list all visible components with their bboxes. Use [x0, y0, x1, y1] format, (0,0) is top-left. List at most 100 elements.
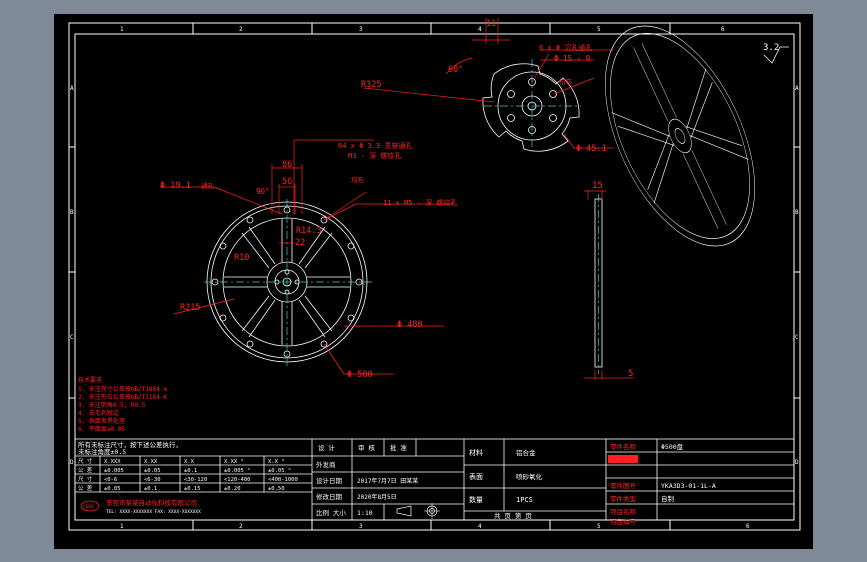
row-modify-date-label: 修改日期: [316, 492, 343, 501]
part-name-value: Φ500盘: [661, 442, 684, 451]
tolerance-header-1: 所有未标注尺寸，按下述公差执行，: [78, 440, 182, 449]
main-holes-note: 64 x Φ 3.3 贯穿通孔: [338, 141, 412, 150]
zone-right-c: C: [795, 334, 799, 341]
highlight-cell: [608, 455, 638, 463]
tech-note-3: 3. 未注倒角0.5, R0.5: [78, 401, 146, 409]
tolerance-cell: X.X: [184, 459, 195, 465]
part-type-label: 零件类型: [610, 494, 637, 503]
tolerance-cell: ±0.05: [104, 486, 121, 492]
small-gear-diameter: Φ 45.1: [576, 144, 607, 154]
radius-10: R10: [234, 253, 249, 263]
diameter-480: Φ 480: [397, 320, 423, 330]
main-thread-note: 11 x M5 - 深 螺纹孔: [383, 198, 457, 207]
drawing-frame: [68, 22, 801, 531]
surface-value: 喷砂氧化: [516, 472, 543, 481]
zone-bottom-6: 6: [746, 523, 750, 530]
material-label: 材料: [469, 448, 483, 457]
tolerance-cell: ±0.005 °: [224, 468, 251, 474]
tolerance-cell: <6-30: [144, 477, 161, 483]
tolerance-header-2: 未标注角度±0.5: [78, 447, 126, 456]
svg-text:LOGO: LOGO: [83, 504, 94, 510]
row-scale-value: 1:10: [357, 509, 373, 517]
border-zone-labels: 1 2 3 4 5 6 1 2 3 4 5 6 A B C D A B C D: [70, 26, 799, 530]
zone-top-6: 6: [721, 26, 725, 33]
diameter-500: Φ 500: [347, 370, 373, 380]
small-gear-view: 11 60° R325 6 x Φ 沉孔通孔 Φ 15 ↓ 9 均布 Φ 45.…: [361, 18, 614, 154]
tolerance-cell: 尺 寸: [78, 457, 93, 465]
small-gear-uniform: 均布: [559, 77, 573, 86]
tech-note-1: 1. 未注尺寸公差按GB/T1804-m: [78, 385, 167, 393]
tolerance-cell: ±0.1: [144, 486, 157, 492]
isometric-view: [605, 25, 755, 247]
zone-top-1: 1: [120, 26, 124, 33]
tolerance-cell: <400-1000: [268, 477, 298, 483]
tech-note-4: 4. 去毛刺锐边: [78, 409, 119, 417]
side-bottom: 5: [628, 369, 633, 379]
small-gear-radius: R325: [361, 80, 381, 90]
tolerance-cell: 尺 寸: [78, 475, 93, 483]
main-holes-note-2: M3 - 深 螺纹孔: [348, 151, 401, 160]
svg-text:3.2: 3.2: [763, 43, 779, 53]
tolerance-cell: ±0.50: [268, 486, 285, 492]
zone-top-5: 5: [597, 26, 601, 33]
small-gear-thickness: 11: [486, 19, 496, 29]
hole-diameter-label: 通孔: [201, 181, 215, 190]
radius-14-3: R14.3: [296, 226, 322, 236]
col-design: 设 计: [318, 443, 335, 452]
sheet-info: 共 页 第 页: [494, 511, 532, 520]
tech-note-2: 2. 未注形位公差按GB/T1184-K: [78, 393, 167, 401]
dim-56: 56: [282, 177, 292, 187]
tolerance-cell: ±0.05: [144, 468, 161, 474]
zone-left-b: B: [70, 209, 74, 216]
zone-bottom-3: 3: [359, 523, 363, 530]
tech-note-5: 5. 表面发黑处理: [78, 417, 125, 425]
roughness-symbol: 3.2: [763, 43, 789, 64]
tech-notes: 技术要求 1. 未注尺寸公差按GB/T1804-m 2. 未注形位公差按GB/T…: [78, 376, 167, 433]
qty-value: 1PCS: [516, 496, 533, 504]
project-number-label: 项目编号: [610, 517, 637, 526]
tolerance-cell: X.XXX: [104, 459, 121, 465]
zone-top-4: 4: [478, 26, 482, 33]
zone-bottom-2: 2: [239, 523, 243, 530]
part-type-value: 自制: [661, 494, 675, 503]
radius-215: R215: [180, 303, 200, 313]
zone-left-d: D: [70, 459, 74, 466]
material-value: 铝合金: [516, 448, 536, 457]
zone-right-a: A: [795, 85, 799, 92]
tolerance-cell: <30-120: [184, 477, 207, 483]
row-modify-date-value: 2020年8月5日: [357, 493, 397, 501]
tolerance-cell: 公 差: [78, 466, 93, 474]
tolerance-cell: ±0.05 °: [268, 468, 291, 474]
zone-top-2: 2: [239, 26, 243, 33]
side-view: 15 5: [584, 181, 634, 380]
cad-drawing: 1 2 3 4 5 6 1 2 3 4 5 6 A B C D A B C D …: [68, 18, 801, 531]
qty-label: 数量: [469, 495, 483, 504]
tech-note-6: 6. 平面度≤0.05: [78, 425, 125, 433]
col-review: 审 核: [358, 443, 375, 452]
part-number-label: 零件图号: [610, 481, 637, 490]
tech-notes-title: 技术要求: [78, 376, 102, 384]
zone-right-b: B: [795, 209, 799, 216]
small-gear-outline: [482, 63, 580, 152]
zone-right-d: D: [795, 459, 799, 466]
row-vendor-label: 外发商: [316, 460, 336, 469]
company-sub: TEL: XXXX-XXXXXXX FAX: XXXX-XXXXXXX: [106, 509, 201, 515]
dim-86: 86: [282, 160, 292, 170]
zone-top-3: 3: [359, 26, 363, 33]
side-thickness: 15: [592, 181, 603, 191]
projection-symbol: [396, 503, 440, 519]
part-number-value: YKA3D3-01-1L-A: [661, 482, 716, 490]
row-design-date-value: 2017年7月7日 田某某: [357, 477, 418, 485]
tolerance-cell: <120-400: [224, 477, 251, 483]
company-logo: LOGO: [80, 500, 100, 512]
tolerance-cell: X.XX °: [224, 459, 244, 465]
hole-diameter: Φ 19.1: [160, 181, 191, 191]
tolerance-cell: X.X °: [268, 459, 285, 465]
small-gear-holes-note: 6 x Φ 沉孔通孔: [539, 43, 592, 52]
zone-bottom-4: 4: [478, 523, 482, 530]
zone-left-c: C: [70, 334, 74, 341]
tolerance-cell: ±0.005: [104, 468, 124, 474]
col-approve: 批 准: [390, 443, 407, 452]
project-name-label: 项目名称: [610, 507, 637, 516]
